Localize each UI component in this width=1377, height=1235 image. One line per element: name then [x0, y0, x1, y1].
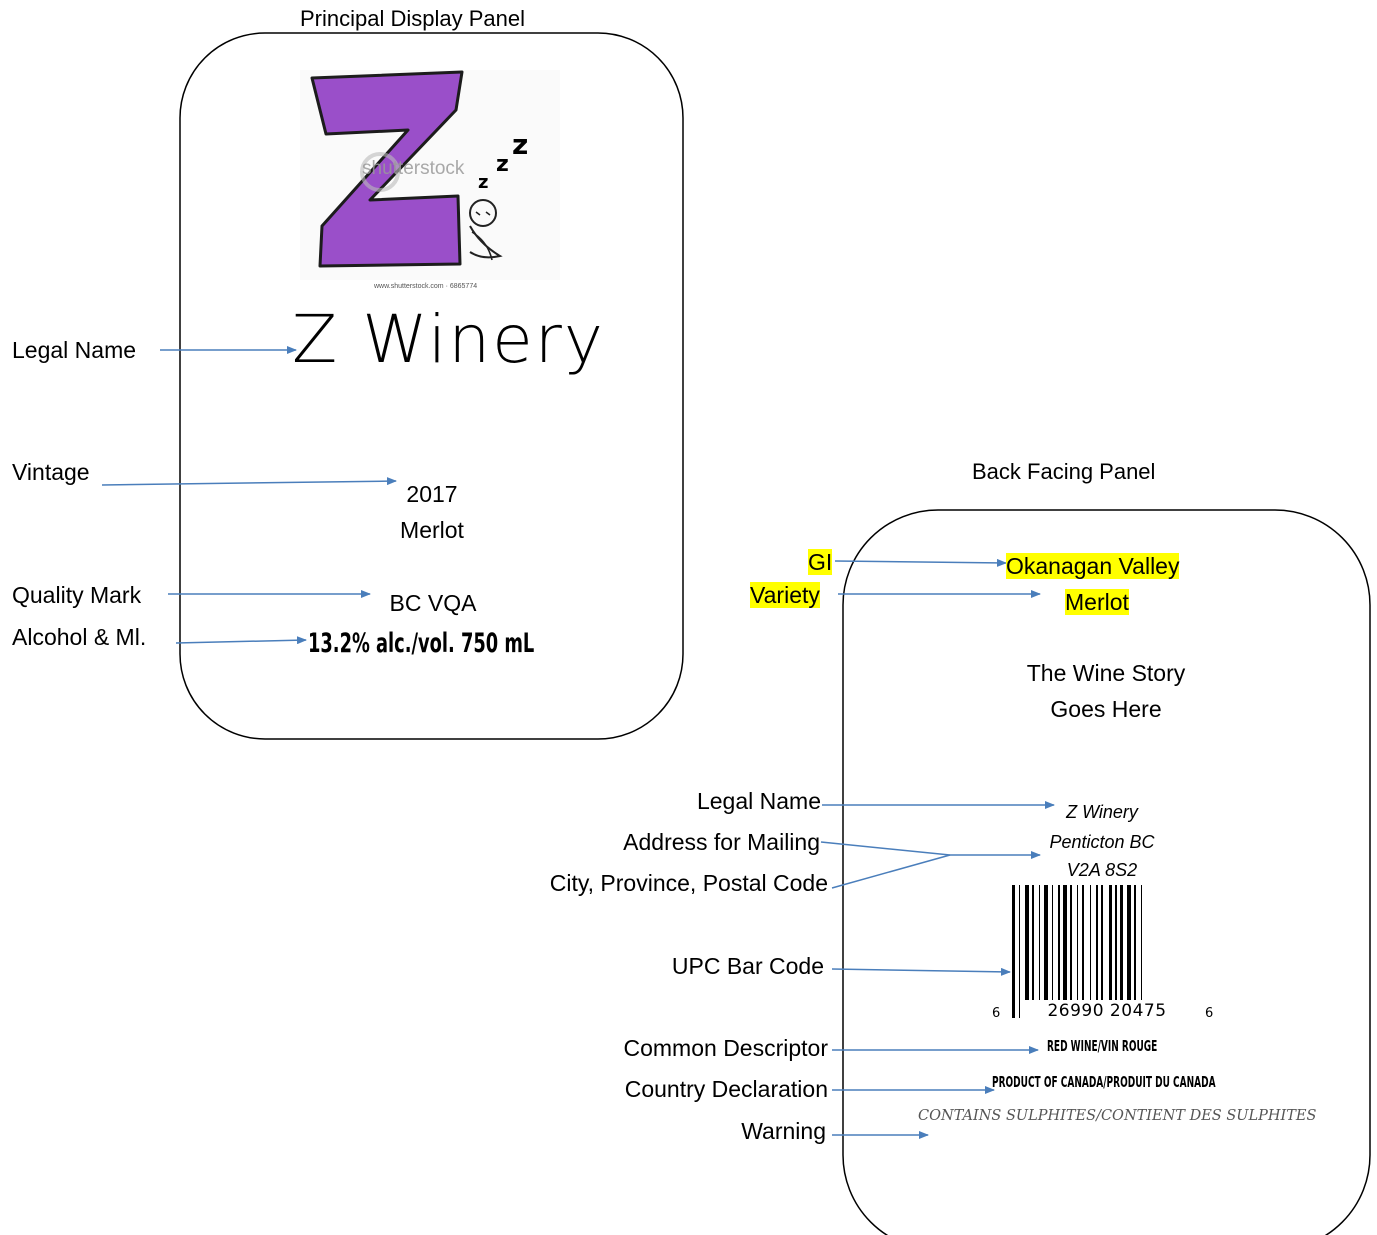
barcode-bar — [1096, 885, 1098, 1000]
logo-watermark-url: www.shutterstock.com · 6865774 — [374, 283, 478, 290]
gi-value: Okanagan Valley — [1006, 553, 1180, 579]
vintage-year: 2017 — [406, 481, 458, 507]
logo-watermark: shutterstock — [362, 158, 465, 179]
quality-mark: BC VQA — [389, 590, 477, 616]
barcode-bar — [1120, 885, 1123, 1000]
label-vintage: Vintage — [12, 459, 90, 485]
back-variety-value: Merlot — [1065, 589, 1129, 615]
barcode-bar — [1090, 885, 1091, 1000]
wine-story-line1: The Wine Story — [1026, 660, 1186, 686]
barcode-bar — [1012, 885, 1015, 1018]
arrow-gi — [834, 558, 1007, 567]
principal-panel-outline — [179, 32, 684, 740]
label-gi: GI — [808, 549, 833, 575]
alcohol-volume: 13.2% alc./vol. 750 mL — [308, 628, 535, 659]
logo-zzz-1: z — [496, 152, 509, 177]
label-common-descriptor: Common Descriptor — [623, 1035, 829, 1061]
barcode-bar — [1115, 885, 1117, 1000]
sulphite-warning: CONTAINS SULPHITES/CONTIENT DES SULPHITE… — [918, 1108, 1317, 1124]
label-upc: UPC Bar Code — [671, 953, 824, 979]
label-back-legal-name: Legal Name — [696, 788, 821, 814]
brand-name: Z Winery — [292, 301, 605, 378]
barcode-bar — [1058, 885, 1060, 1000]
barcode-left-digit: 6 — [992, 1006, 1001, 1021]
label-country-declaration: Country Declaration — [624, 1076, 828, 1102]
common-descriptor: RED WINE/VIN ROUGE — [1047, 1037, 1158, 1055]
arrow-address-top — [820, 841, 951, 856]
front-variety: Merlot — [400, 517, 464, 543]
label-warning: Warning — [741, 1118, 826, 1144]
barcode-bar — [1019, 885, 1020, 1018]
country-declaration: PRODUCT OF CANADA/PRODUIT DU CANADA — [992, 1073, 1216, 1091]
barcode-bar — [1141, 885, 1142, 1018]
label-quality-mark: Quality Mark — [12, 582, 142, 608]
barcode-bar — [1039, 885, 1040, 1000]
label-variety: Variety — [750, 582, 820, 608]
arrow-vintage — [101, 477, 397, 486]
barcode-bar — [1077, 885, 1078, 1018]
wine-story-line2: Goes Here — [1050, 696, 1162, 722]
barcode-bar — [1101, 885, 1103, 1000]
back-legal-name: Z Winery — [1066, 802, 1138, 822]
barcode-bar — [1082, 885, 1084, 1018]
label-city-province-postal: City, Province, Postal Code — [549, 870, 828, 896]
arrow-upc — [831, 967, 1011, 976]
label-alcohol-ml: Alcohol & Ml. — [12, 624, 147, 650]
barcode-digits: 26990 20475 — [1031, 1000, 1183, 1022]
back-city-province: Penticton BC — [1049, 832, 1155, 852]
barcode-bar — [1044, 885, 1048, 1000]
back-postal-code: V2A 8S2 — [1066, 860, 1138, 880]
back-panel-outline — [842, 509, 1371, 1235]
logo-zzz-3: z — [478, 172, 489, 193]
barcode-bar — [1070, 885, 1072, 1000]
barcode-bar — [1052, 885, 1053, 1000]
back-panel-title: Back Facing Panel — [972, 459, 1156, 484]
label-legal-name: Legal Name — [12, 337, 137, 363]
barcode-bar — [1032, 885, 1034, 1000]
barcode-bar — [1063, 885, 1067, 1000]
principal-panel-title: Principal Display Panel — [300, 6, 525, 31]
z-logo — [300, 70, 560, 280]
label-address: Address for Mailing — [623, 829, 820, 855]
barcode-bar — [1127, 885, 1131, 1000]
arrow-alcohol — [175, 636, 307, 645]
barcode-bar — [1109, 885, 1112, 1000]
barcode-bar — [1134, 885, 1136, 1018]
logo-zzz-2: z — [512, 128, 529, 161]
barcode-right-digit: 6 — [1205, 1006, 1214, 1021]
arrow-address-bottom — [831, 854, 951, 889]
upc-barcode — [1012, 885, 1142, 1018]
barcode-bar — [1025, 885, 1029, 1000]
